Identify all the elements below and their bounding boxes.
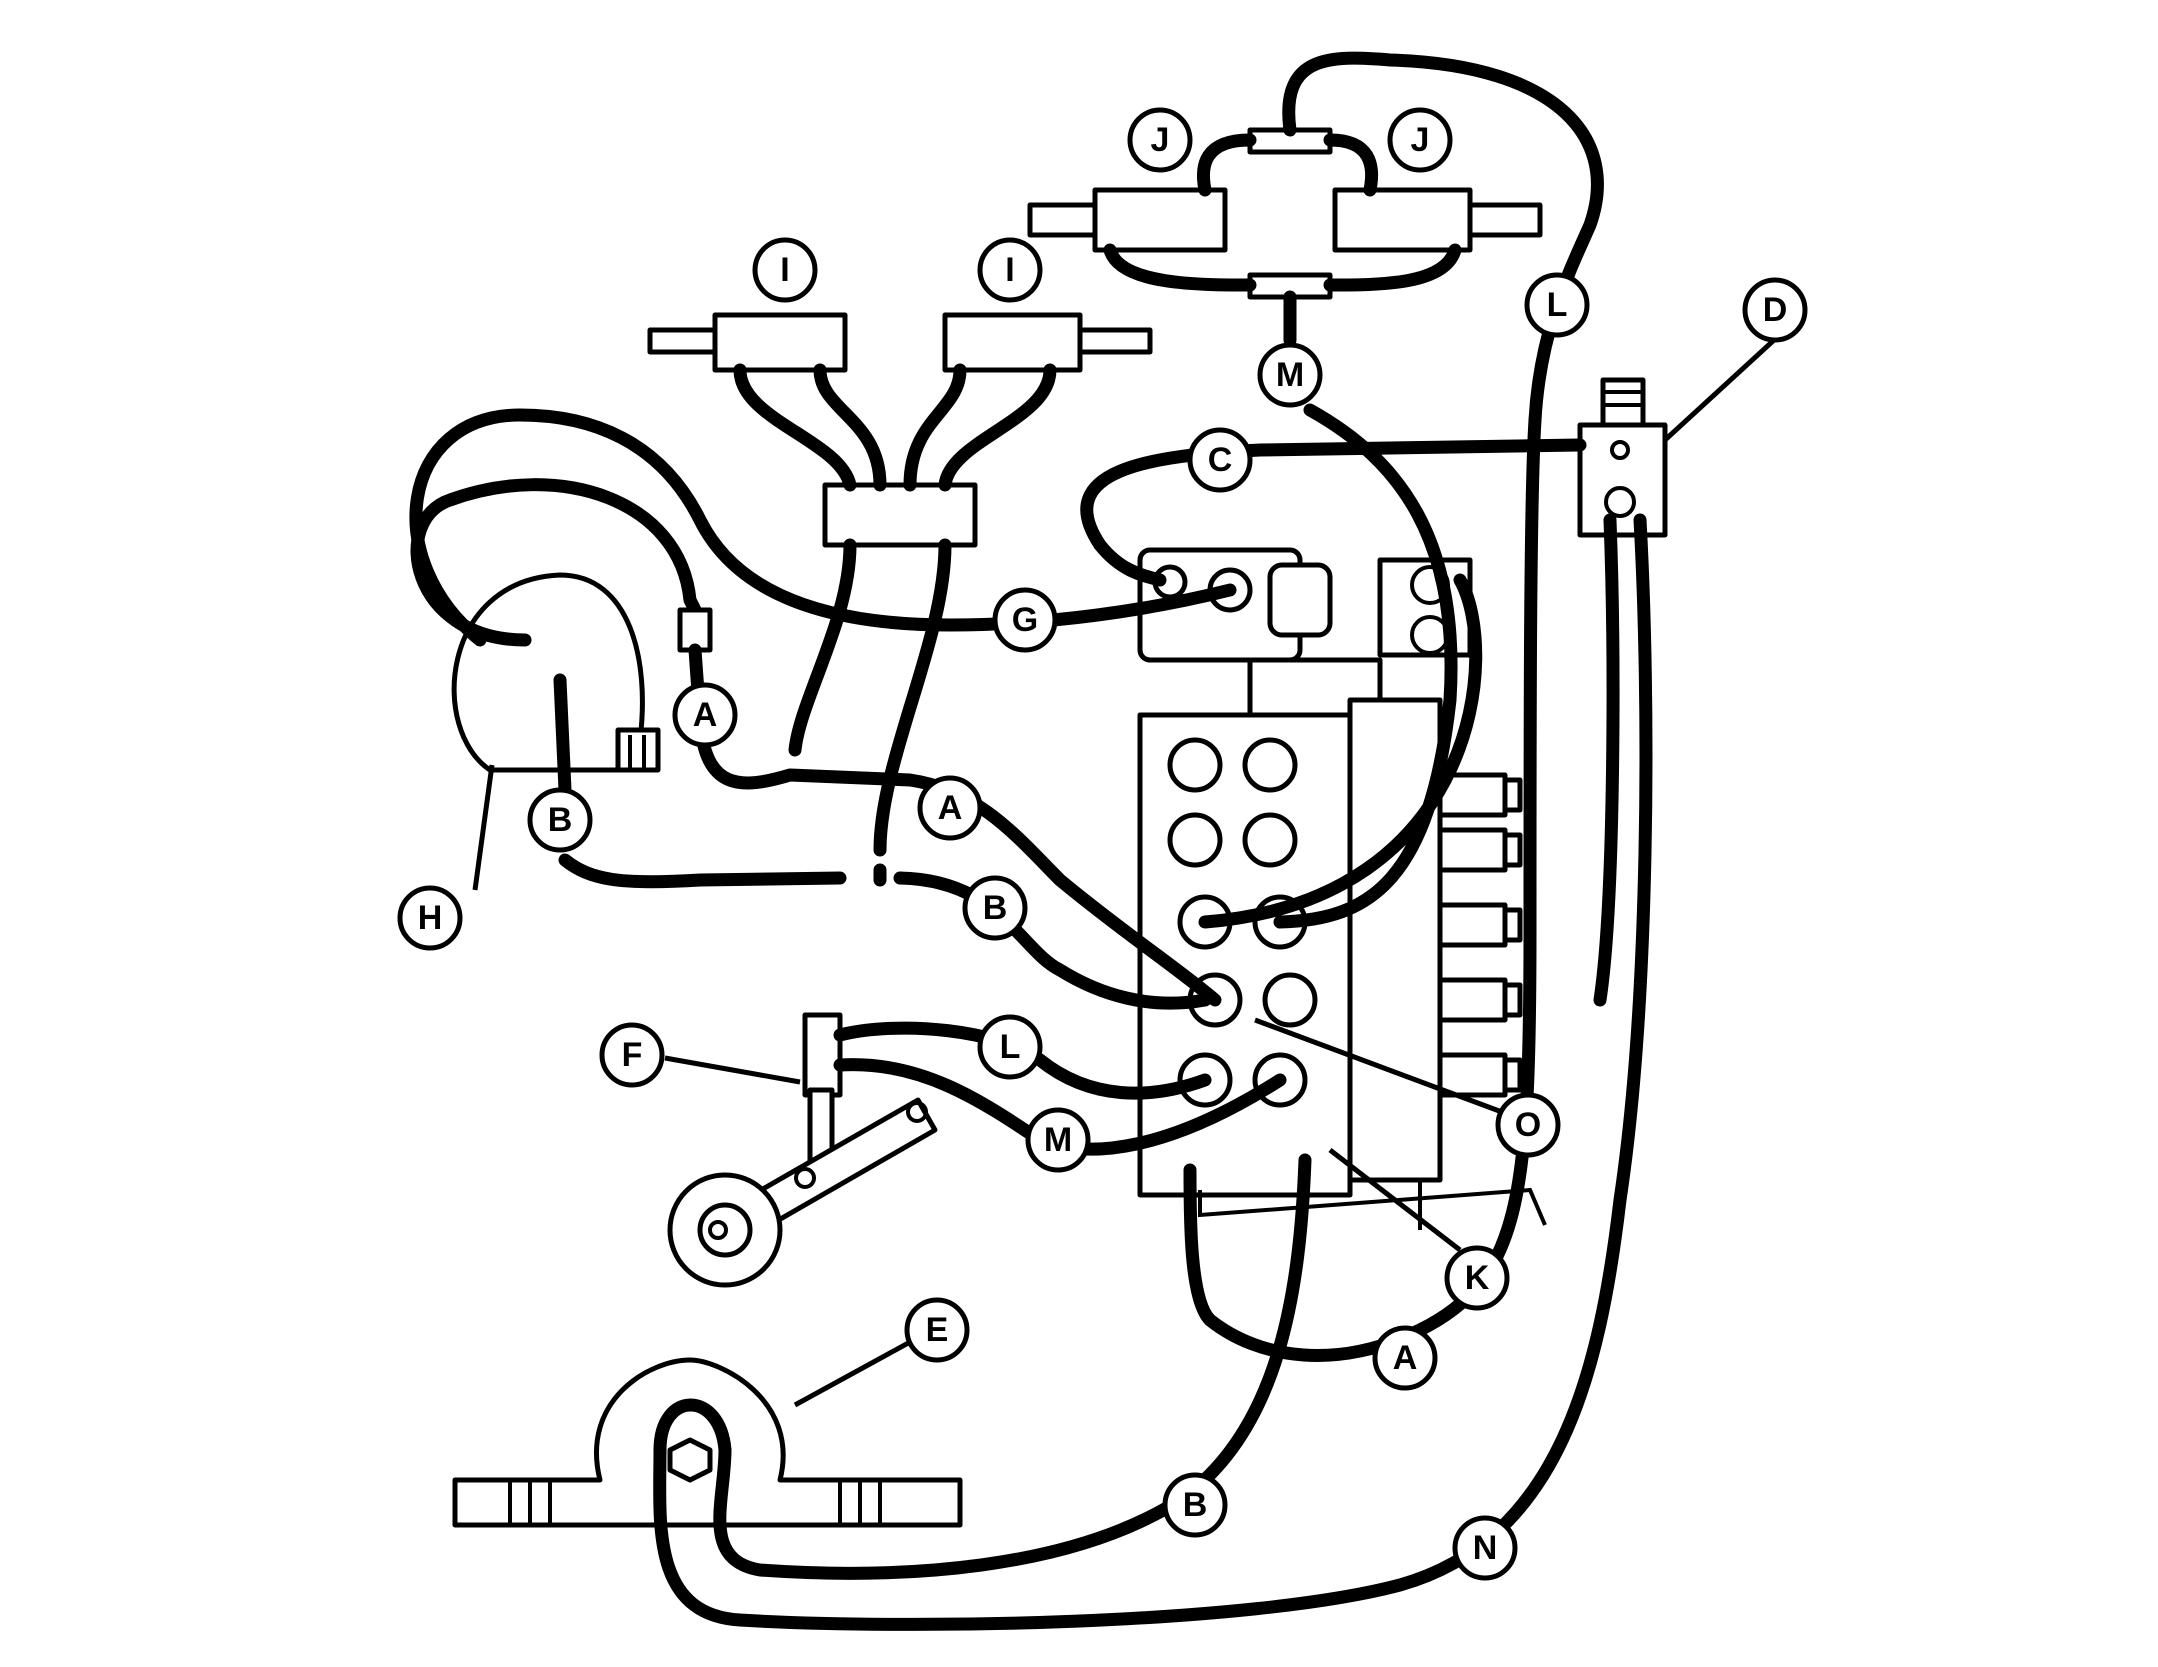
callout-e: E <box>904 1297 970 1363</box>
callouts: J J I I L D M C G A A B B H F L M O K A … <box>397 107 1808 1581</box>
svg-text:J: J <box>1411 121 1430 159</box>
callout-k: K <box>1444 1245 1510 1311</box>
valve-j-assembly <box>1027 110 1543 300</box>
callout-g: G <box>992 587 1058 653</box>
svg-text:E: E <box>926 1311 949 1349</box>
svg-text:G: G <box>1012 601 1038 639</box>
callout-c: C <box>1187 427 1253 493</box>
callout-o: O <box>1495 1092 1561 1158</box>
pump-h <box>451 572 661 773</box>
callout-a-bottom: A <box>1372 1325 1438 1391</box>
callout-h: H <box>397 885 463 951</box>
svg-text:L: L <box>1547 286 1568 324</box>
cylinder-f-linkage <box>667 1012 938 1288</box>
svg-text:H: H <box>418 899 443 937</box>
svg-text:J: J <box>1151 121 1170 159</box>
svg-text:B: B <box>1183 1486 1208 1524</box>
solenoid-coils <box>1437 772 1523 1098</box>
svg-text:F: F <box>622 1036 643 1074</box>
svg-text:O: O <box>1515 1106 1541 1144</box>
svg-text:B: B <box>983 889 1008 927</box>
callout-i-right: I <box>977 237 1043 303</box>
callout-b-bottom: B <box>1162 1472 1228 1538</box>
svg-text:M: M <box>1044 1121 1072 1159</box>
svg-text:L: L <box>1000 1028 1021 1066</box>
callout-d: D <box>1742 277 1808 343</box>
svg-text:B: B <box>548 801 573 839</box>
callout-j-left: J <box>1127 107 1193 173</box>
pressure-switch-d <box>1577 377 1668 538</box>
svg-text:K: K <box>1465 1259 1490 1297</box>
svg-text:I: I <box>780 251 789 289</box>
callout-f: F <box>599 1022 665 1088</box>
callout-a-mid: A <box>917 775 983 841</box>
valve-i-assembly <box>647 312 1153 548</box>
callout-l-mid: L <box>977 1014 1043 1080</box>
svg-text:D: D <box>1763 291 1788 329</box>
callout-m-top: M <box>1257 342 1323 408</box>
callout-i-left: I <box>752 237 818 303</box>
callout-a-left: A <box>672 682 738 748</box>
svg-text:M: M <box>1276 356 1304 394</box>
rear-cylinder-e <box>452 1357 963 1528</box>
svg-text:C: C <box>1208 441 1233 479</box>
callout-j-right: J <box>1387 107 1453 173</box>
callout-b-mid: B <box>962 875 1028 941</box>
callout-m-mid: M <box>1025 1107 1091 1173</box>
callout-b-left: B <box>527 787 593 853</box>
svg-text:I: I <box>1005 251 1014 289</box>
svg-text:A: A <box>938 789 963 827</box>
svg-text:A: A <box>1393 1339 1418 1377</box>
callout-l-top: L <box>1524 272 1590 338</box>
callout-n: N <box>1452 1515 1518 1581</box>
svg-text:A: A <box>693 696 718 734</box>
svg-text:N: N <box>1473 1529 1498 1567</box>
